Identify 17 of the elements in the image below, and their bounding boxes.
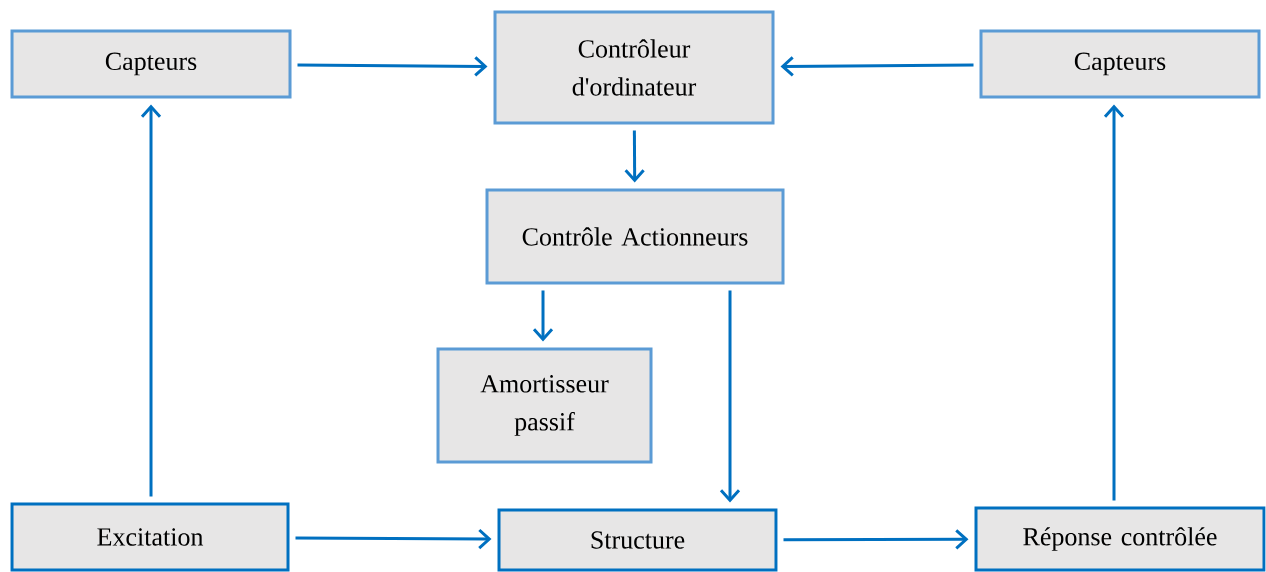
process-box: Contrôleur d'ordinateur: [493, 10, 775, 125]
arrow: [295, 528, 492, 550]
arrow: [532, 290, 554, 342]
process-box: Capteurs: [979, 29, 1261, 99]
process-box: Structure: [497, 508, 778, 572]
process-box: Amortisseur passif: [436, 347, 653, 464]
arrow: [783, 529, 969, 550]
process-box: Contrôle Actionneurs: [485, 188, 785, 285]
process-box: Réponse contrôlée: [974, 506, 1266, 572]
arrow: [140, 104, 162, 497]
process-box: Excitation: [10, 502, 290, 572]
arrow: [297, 56, 488, 77]
arrow: [1103, 104, 1125, 501]
process-box: Capteurs: [10, 29, 292, 99]
arrow: [780, 56, 974, 77]
arrow: [624, 130, 645, 183]
arrow: [719, 290, 741, 503]
